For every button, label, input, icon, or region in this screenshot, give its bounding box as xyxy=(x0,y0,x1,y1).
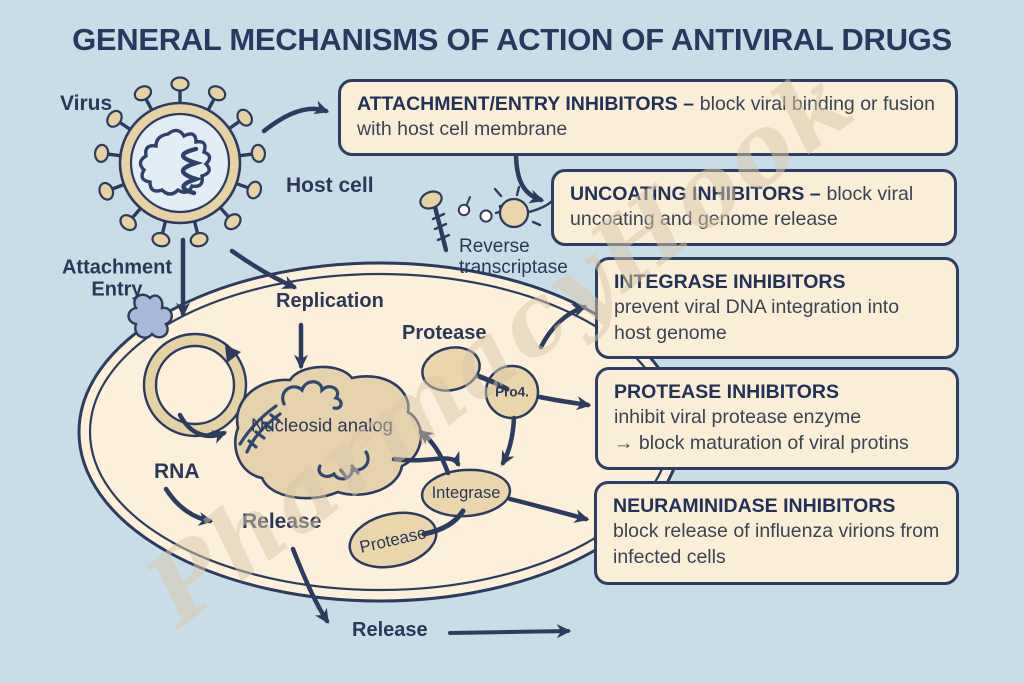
info-box-title: UNCOATING INHIBITORS – xyxy=(570,183,821,205)
host-cell-label: Host cell xyxy=(286,174,374,197)
info-box-protease: PROTEASE INHIBITORS inhibit viral protea… xyxy=(595,367,959,470)
enzyme-blobs xyxy=(348,346,540,569)
info-box-body: prevent viral DNA integration into host … xyxy=(614,296,900,344)
info-box-body: block viral uncoating and genome release xyxy=(570,183,914,231)
page-title: GENERAL MECHANISMS OF ACTION OF ANTIVIRA… xyxy=(72,22,952,57)
attachment-entry-label: Attachment Entry xyxy=(62,257,172,302)
reverse-transcriptase-label: Reverse transcriptase xyxy=(459,236,568,279)
info-box-uncoating: UNCOATING INHIBITORS –block viral uncoat… xyxy=(551,169,957,246)
info-box-title: NEURAMINIDASE INHIBITORS xyxy=(613,495,896,517)
flow-arrows xyxy=(163,100,592,639)
release-bottom-label: Release xyxy=(352,619,428,641)
pro4-label: Pro4. xyxy=(495,384,529,400)
nucleoside-analog-label: Nucleosid analog xyxy=(251,414,393,436)
nucleus-shape xyxy=(233,365,423,500)
reverse-label-line1: Reverse xyxy=(459,236,530,257)
rna-label: RNA xyxy=(154,460,200,483)
info-box-title: INTEGRASE INHIBITORS xyxy=(614,271,846,293)
integrase-pill-label: Integrase xyxy=(431,483,501,502)
reverse-label-line2: transcriptase xyxy=(459,257,568,279)
info-box-body2: → block maturation of viral protins xyxy=(614,431,909,454)
info-box-body: block release of influenza virions from … xyxy=(613,520,940,568)
reverse-transcriptase-icon xyxy=(419,185,542,253)
info-box-body: block viral binding or fusion with host … xyxy=(357,93,935,141)
release-inner-label: Release xyxy=(242,510,322,533)
receptor-icon xyxy=(127,293,173,339)
attachment-label-line1: Attachment xyxy=(61,256,173,279)
info-box-title: ATTACHMENT/ENTRY INHIBITORS – xyxy=(357,93,694,115)
info-box-neuraminidase: NEURAMINIDASE INHIBITORS block release o… xyxy=(594,481,959,585)
info-box-title: PROTEASE INHIBITORS xyxy=(614,381,840,403)
info-box-body: inhibit viral protease enzyme xyxy=(614,406,862,429)
info-box-attachment-entry: ATTACHMENT/ENTRY INHIBITORS –block viral… xyxy=(338,79,958,156)
attachment-label-line2: Entry xyxy=(91,279,143,301)
virus-illustration xyxy=(93,76,267,248)
replication-label: Replication xyxy=(276,290,384,312)
virus-label: Virus xyxy=(60,92,113,115)
protease-upper-label: Protease xyxy=(402,322,487,344)
info-box-integrase: INTEGRASE INHIBITORS prevent viral DNA i… xyxy=(595,257,959,360)
